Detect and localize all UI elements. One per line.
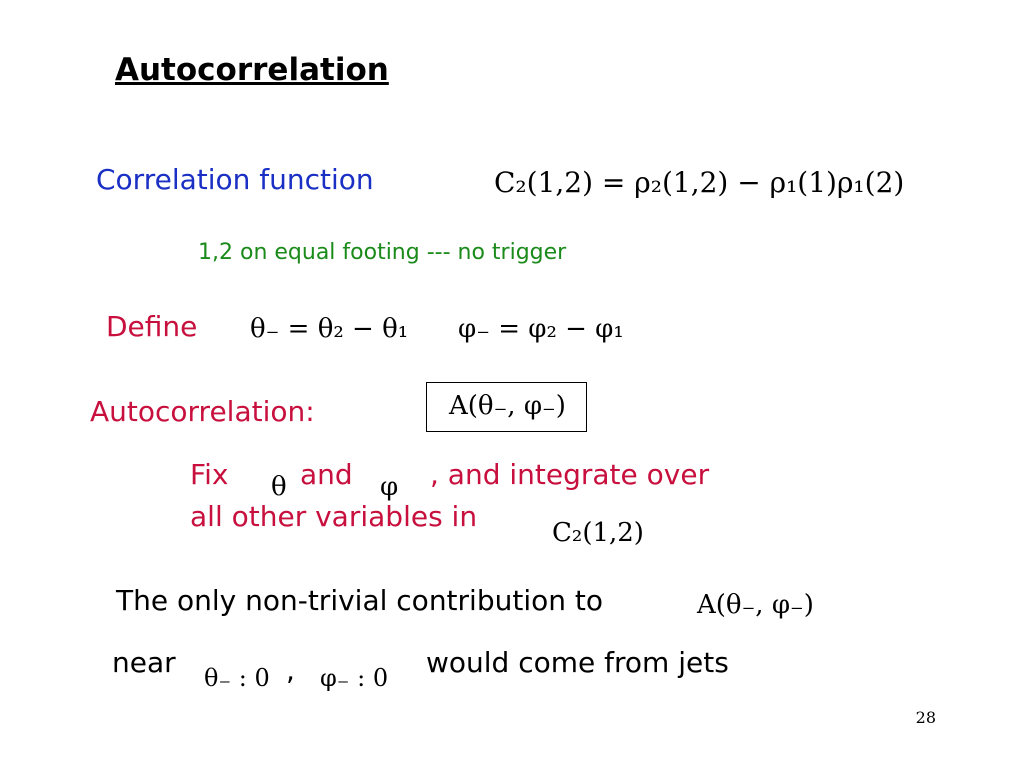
autocorrelation-expression: A(θ₋, φ₋) [449,391,566,421]
correlation-equation: C₂(1,2) = ρ₂(1,2) − ρ₁(1)ρ₁(2) [494,166,905,199]
contribution-text: The only non-trivial contribution to [116,584,603,617]
slide-title: Autocorrelation [115,52,389,88]
phi-near-zero: φ₋ : 0 [320,664,389,692]
near-word: near [112,646,176,679]
other-variables-text: all other variables in [190,500,478,533]
page-number: 28 [915,708,936,727]
near-comma: , [286,654,295,687]
correlation-function-label: Correlation function [96,163,374,196]
autocorrelation-label: Autocorrelation: [90,395,315,428]
fix-word: Fix [190,458,229,491]
fix-phi-symbol: φ [380,472,399,502]
equal-footing-note: 1,2 on equal footing --- no trigger [198,240,567,265]
phi-minus-definition: φ₋ = φ₂ − φ₁ [458,314,624,344]
theta-minus-definition: θ₋ = θ₂ − θ₁ [250,314,409,344]
fix-and-word: and [300,458,353,491]
define-label: Define [106,310,198,343]
contribution-expression: A(θ₋, φ₋) [697,590,814,620]
jets-text: would come from jets [426,646,729,679]
integrate-text: , and integrate over [430,458,710,491]
theta-near-zero: θ₋ : 0 [204,664,270,692]
c2-expression: C₂(1,2) [552,518,644,548]
fix-theta-symbol: θ [271,472,287,502]
autocorrelation-box: A(θ₋, φ₋) [426,382,587,432]
